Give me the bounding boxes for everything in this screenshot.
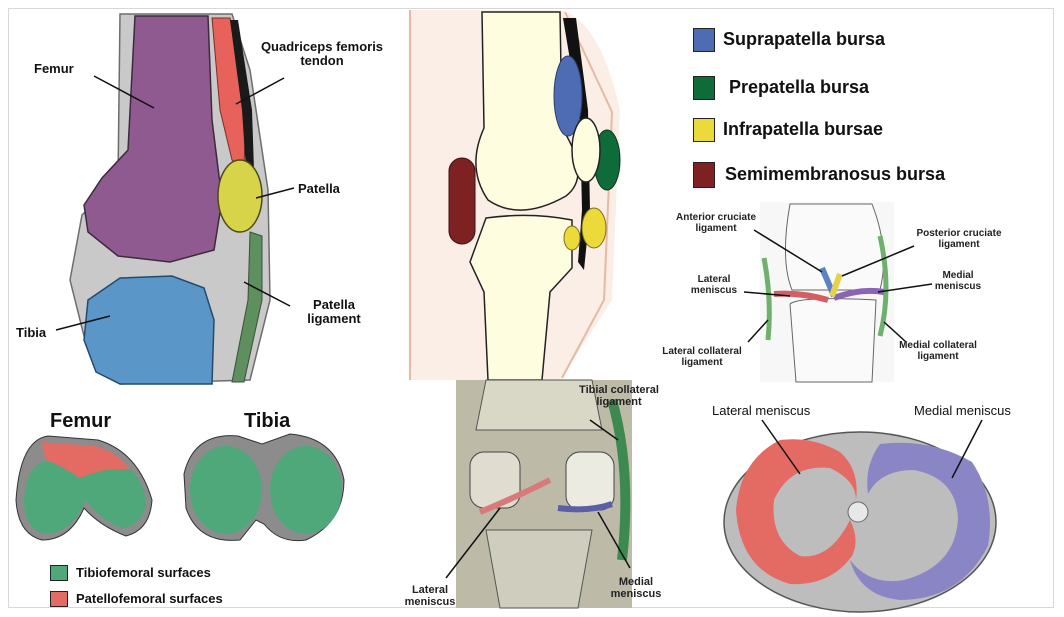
infrapatella-bursa <box>582 208 606 248</box>
pcl-line2: ligament <box>904 239 1014 250</box>
legend-suprapatella: Suprapatella bursa <box>693 28 885 52</box>
semimembranosus-bursa <box>449 158 475 244</box>
tibial-collateral-line2: ligament <box>574 396 664 408</box>
menisci-superior-illustration <box>724 432 996 612</box>
label-acl: Anterior cruciate ligament <box>668 212 764 234</box>
mcl-line2: ligament <box>888 351 988 362</box>
label-mcl: Medial collateral ligament <box>888 340 988 362</box>
lcl-line1: Lateral collateral <box>652 346 752 357</box>
bursae-illustration <box>410 10 620 380</box>
sagittal-section-illustration <box>70 14 270 384</box>
legend-label-infrapatella: Infrapatella bursae <box>723 120 883 140</box>
medial-meniscus-small-line2: meniscus <box>928 281 988 292</box>
infrapatella-bursa-deep <box>564 226 580 250</box>
legend-semimembranosus: Semimembranosus bursa <box>693 162 945 188</box>
label-medial-meniscus-small: Medial meniscus <box>928 270 988 292</box>
swatch-tibiofemoral <box>50 565 68 581</box>
tibia-bone <box>84 276 214 384</box>
label-tibial-collateral: Tibial collateral ligament <box>574 384 664 408</box>
lateral-meniscus-small-line1: Lateral <box>686 274 742 285</box>
label-tibia-surface: Tibia <box>244 410 290 432</box>
legend-infrapatella: Infrapatella bursae <box>693 118 883 142</box>
femur-bone <box>84 16 222 262</box>
label-lateral-meniscus-posterior: Lateral meniscus <box>400 584 460 608</box>
lateral-meniscus-posterior-line1: Lateral <box>400 584 460 596</box>
lateral-meniscus-posterior-line2: meniscus <box>400 596 460 608</box>
legend-label-tibiofemoral: Tibiofemoral surfaces <box>76 566 211 580</box>
legend-label-prepatella: Prepatella bursa <box>729 78 869 98</box>
lateral-meniscus-small-line2: meniscus <box>686 285 742 296</box>
label-tibia-sagittal: Tibia <box>16 326 46 340</box>
legend-label-semimembranosus: Semimembranosus bursa <box>725 165 945 185</box>
label-pcl: Posterior cruciate ligament <box>904 228 1014 250</box>
legend-tibiofemoral: Tibiofemoral surfaces <box>50 565 211 581</box>
label-medial-meniscus-posterior: Medial meniscus <box>606 576 666 600</box>
quadriceps-line1: Quadriceps femoris <box>236 40 408 54</box>
lcl-line2: ligament <box>652 357 752 368</box>
swatch-suprapatella <box>693 28 715 52</box>
patella-ligament-line2: ligament <box>294 312 374 326</box>
swatch-infrapatella <box>693 118 715 142</box>
acl-line2: ligament <box>668 223 764 234</box>
label-patella-ligament: Patella ligament <box>294 298 374 327</box>
label-lateral-meniscus-small: Lateral meniscus <box>686 274 742 296</box>
posterior-dissection-illustration <box>456 380 632 608</box>
patella-ligament-line1: Patella <box>294 298 374 312</box>
label-medial-meniscus-large: Medial meniscus <box>914 404 1011 418</box>
medial-meniscus-posterior-line1: Medial <box>606 576 666 588</box>
tibial-collateral-line1: Tibial collateral <box>574 384 664 396</box>
label-femur-sagittal: Femur <box>34 62 74 76</box>
tibia-medial-plateau <box>270 446 342 534</box>
label-femur-surface: Femur <box>50 410 111 432</box>
label-patella: Patella <box>298 182 340 196</box>
label-lcl: Lateral collateral ligament <box>652 346 752 368</box>
articular-surfaces-illustration <box>16 434 344 541</box>
tibia-lateral-plateau <box>190 446 262 534</box>
label-lateral-meniscus-large: Lateral meniscus <box>712 404 810 418</box>
pcl-line1: Posterior cruciate <box>904 228 1014 239</box>
legend-label-suprapatella: Suprapatella bursa <box>723 30 885 50</box>
mcl-line1: Medial collateral <box>888 340 988 351</box>
swatch-patellofemoral <box>50 591 68 607</box>
legend-prepatella: Prepatella bursa <box>693 76 869 100</box>
patella-bone <box>218 160 262 232</box>
legend-patellofemoral: Patellofemoral surfaces <box>50 591 223 607</box>
quadriceps-line2: tendon <box>236 54 408 68</box>
swatch-semimembranosus <box>693 162 715 188</box>
acl-line1: Anterior cruciate <box>668 212 764 223</box>
medial-meniscus-small-line1: Medial <box>928 270 988 281</box>
swatch-prepatella <box>693 76 715 100</box>
medial-meniscus-posterior-line2: meniscus <box>606 588 666 600</box>
legend-label-patellofemoral: Patellofemoral surfaces <box>76 592 223 606</box>
label-quadriceps-tendon: Quadriceps femoris tendon <box>236 40 408 69</box>
ligaments-illustration <box>760 202 894 382</box>
